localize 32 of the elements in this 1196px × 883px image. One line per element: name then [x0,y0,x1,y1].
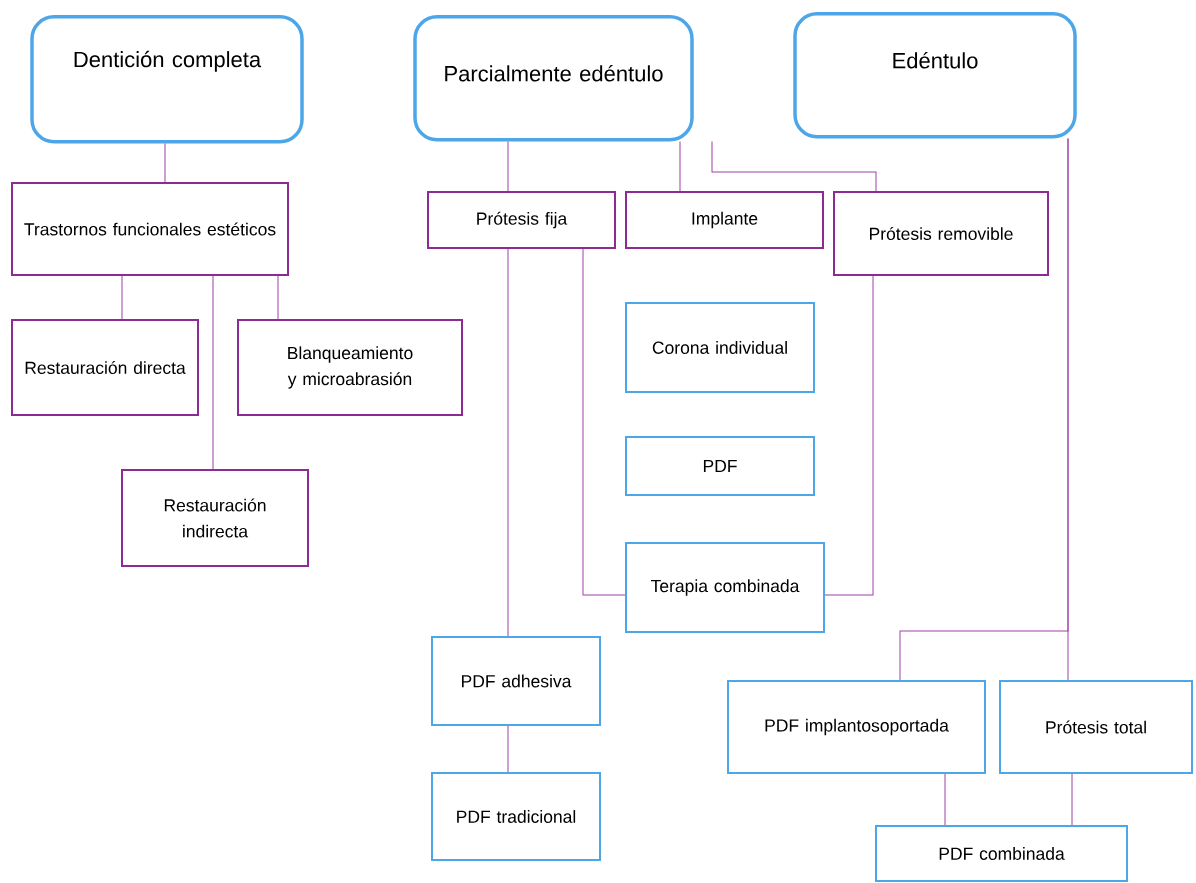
treatment-box: PDF tradicional [431,772,601,861]
category-box: Restauración indirecta [121,469,309,567]
connector-line [824,275,874,596]
connector-line [121,275,123,320]
treatment-box: PDF [625,436,815,496]
connector-line [212,275,214,470]
treatment-box: Corona individual [625,302,815,393]
connector-line [711,141,877,192]
rounded-box: Parcialmente edéntulo [413,15,694,142]
rounded-box: Edéntulo [793,12,1077,139]
connector-line [944,773,946,826]
connector-line [899,138,1069,681]
connector-line [507,725,509,773]
category-box: Implante [625,191,824,249]
category-box: Prótesis fija [427,191,616,249]
treatment-box: Terapia combinada [625,542,825,633]
treatment-box: PDF implantosoportada [727,680,986,774]
treatment-box: PDF combinada [875,825,1128,882]
connector-line [1071,773,1073,826]
rounded-box: Dentición completa [30,15,304,144]
connector-line [507,248,509,637]
connector-line [582,248,626,596]
category-box: Trastornos funcionales estéticos [11,182,289,276]
connector-line [164,143,166,183]
treatment-box: PDF adhesiva [431,636,601,726]
category-box: Blanqueamiento y microabrasión [237,319,463,416]
connector-line [277,275,279,320]
connector-line [679,141,681,192]
connector-line [507,141,509,192]
category-box: Restauración directa [11,319,199,416]
category-box: Prótesis removible [833,191,1049,276]
treatment-box: Prótesis total [999,680,1193,774]
